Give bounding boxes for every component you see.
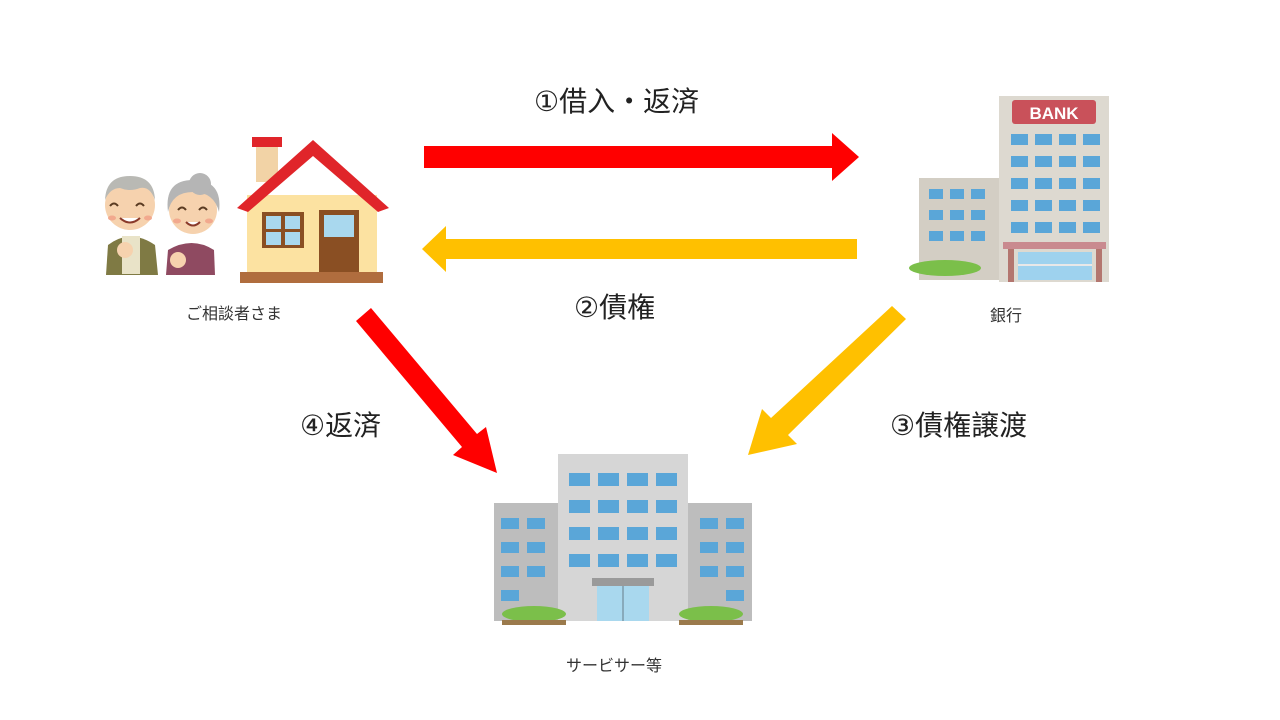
label-customer: ご相談者さま [186,304,283,323]
label-borrow-repay: ①借入・返済 [534,85,700,118]
elderly-man-figure [105,176,158,275]
house-illustration [237,137,389,283]
label-bank: 銀行 [990,306,1023,325]
arrow-claim-transfer [748,306,906,455]
label-claim-transfer: ③債権譲渡 [890,409,1028,442]
arrow-borrow-repay [424,133,859,181]
arrow-repayment [356,308,497,473]
arrow-claim [422,226,857,272]
label-claim: ②債権 [574,291,656,324]
servicer-building-illustration [494,454,752,625]
label-servicer: サービサー等 [566,656,663,675]
label-repayment: ④返済 [300,409,382,442]
bank-sign-text: BANK [1029,104,1079,123]
elderly-couple-illustration [105,173,220,275]
elderly-woman-figure [166,173,220,275]
bank-building-illustration [909,96,1109,282]
